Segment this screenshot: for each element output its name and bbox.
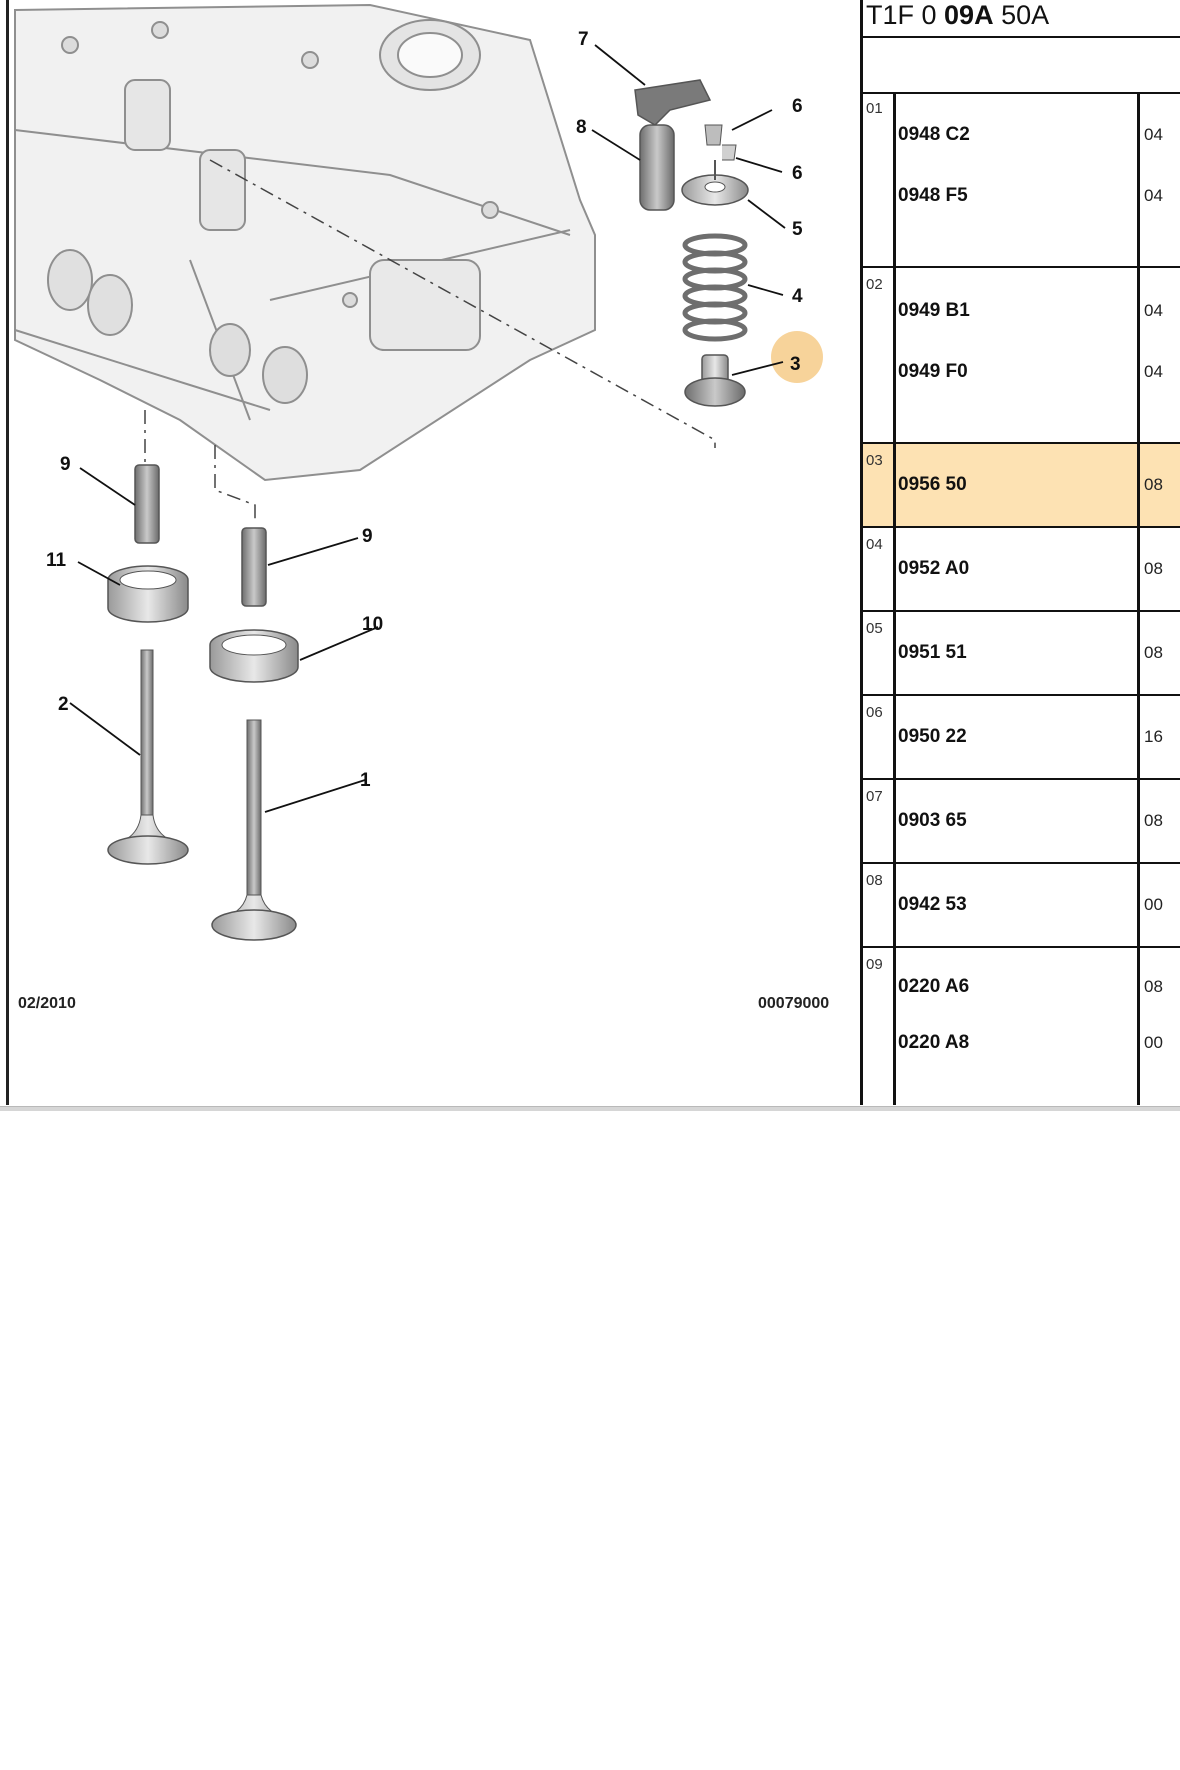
callout-7: 7 [578, 29, 589, 50]
callout-leaders [69, 44, 786, 813]
valve-spring-part [682, 233, 748, 342]
part-quantity: 08 [1144, 559, 1163, 578]
callout-labels: 7 6 8 6 5 4 3 9 9 11 10 2 1 [46, 29, 803, 791]
callout-6-lower: 6 [792, 163, 803, 184]
index-column-divider [893, 92, 896, 1105]
parts-row[interactable]: 04 0952 A0 08 [860, 528, 1180, 612]
part-number[interactable]: 0948 C2 [898, 124, 970, 145]
part-number[interactable]: 0220 A6 [898, 976, 970, 997]
diagram-date: 02/2010 [18, 995, 76, 1012]
part-number[interactable]: 0951 51 [898, 642, 967, 663]
callout-11: 11 [46, 550, 67, 571]
part-quantity: 08 [1144, 475, 1163, 494]
part-quantity: 04 [1144, 186, 1163, 205]
part-quantity: 16 [1144, 727, 1163, 746]
cylinder-head-illustration [14, 3, 596, 482]
row-divider [860, 862, 1180, 864]
row-index: 08 [866, 872, 883, 889]
view-bottom-edge [0, 1106, 1180, 1111]
parts-row[interactable]: 06 0950 22 16 [860, 696, 1180, 780]
part-quantity: 04 [1144, 125, 1163, 144]
qty-column-divider [1137, 92, 1140, 1105]
parts-catalog-view: 7 6 8 6 5 4 3 9 9 11 10 2 1 02/2010 0007… [0, 0, 1180, 1111]
valve-cotter-part [704, 124, 737, 161]
callout-3: 3 [790, 354, 801, 375]
row-divider [860, 610, 1180, 612]
row-divider [860, 778, 1180, 780]
callout-1: 1 [360, 770, 371, 791]
exploded-diagram: 7 6 8 6 5 4 3 9 9 11 10 2 1 02/2010 0007… [10, 0, 860, 1105]
callout-8: 8 [576, 117, 587, 138]
parts-list-panel: T1F 0 09A 50A 01 0948 C2 04 0948 F5 04 02 0949… [860, 0, 1180, 1105]
parts-row[interactable]: 08 0942 53 00 [860, 864, 1180, 948]
part-quantity: 00 [1144, 895, 1163, 914]
callout-2: 2 [58, 694, 69, 715]
part-quantity: 08 [1144, 811, 1163, 830]
intake-valve-part [211, 719, 297, 941]
row-index: 06 [866, 704, 883, 721]
row-index: 07 [866, 788, 883, 805]
row-index: 05 [866, 620, 883, 637]
callout-9-left: 9 [60, 454, 71, 475]
spring-cup-part [681, 160, 749, 206]
part-quantity: 00 [1144, 1033, 1163, 1052]
part-number[interactable]: 0949 F0 [898, 361, 968, 382]
part-number[interactable]: 0948 F5 [898, 185, 968, 206]
callout-10: 10 [362, 614, 383, 635]
header-rule-2 [860, 92, 1180, 94]
row-index: 01 [866, 100, 883, 117]
rocker-arm-part [634, 79, 712, 126]
row-index: 09 [866, 956, 883, 973]
reference-bold: 09A [944, 0, 994, 30]
valve-seat-ring-left-part [107, 565, 189, 623]
callout-6-upper: 6 [792, 96, 803, 117]
part-number[interactable]: 0950 22 [898, 726, 967, 747]
callout-9-right: 9 [362, 526, 373, 547]
part-quantity: 08 [1144, 643, 1163, 662]
callout-5: 5 [792, 219, 803, 240]
part-number[interactable]: 0942 53 [898, 894, 967, 915]
row-index: 04 [866, 536, 883, 553]
left-border [6, 0, 9, 1105]
diagram-illustration: 7 6 8 6 5 4 3 9 9 11 10 2 1 [14, 3, 823, 941]
row-index: 03 [866, 452, 883, 469]
parts-row[interactable]: 01 0948 C2 04 0948 F5 04 [860, 92, 1180, 268]
part-number[interactable]: 0949 B1 [898, 300, 970, 321]
part-quantity: 04 [1144, 301, 1163, 320]
guide-lines [144, 159, 716, 520]
row-index: 02 [866, 276, 883, 293]
parts-row[interactable]: 02 0949 B1 04 0949 F0 04 [860, 268, 1180, 444]
part-number[interactable]: 0956 50 [898, 474, 967, 495]
row-divider [860, 526, 1180, 528]
parts-row[interactable]: 09 0220 A6 08 0220 A8 00 [860, 948, 1180, 1108]
part-number[interactable]: 0903 65 [898, 810, 967, 831]
hydraulic-tappet-part [639, 124, 675, 211]
parts-row[interactable]: 05 0951 51 08 [860, 612, 1180, 696]
part-number[interactable]: 0220 A8 [898, 1032, 970, 1053]
valve-guide-right-part [241, 527, 267, 607]
row-divider [860, 946, 1180, 948]
reference-suffix: 50A [993, 0, 1050, 30]
part-quantity: 04 [1144, 362, 1163, 381]
diagram-code: 00079000 [758, 995, 830, 1012]
panel-border-left [860, 0, 863, 1105]
reference-prefix: T1F 0 [866, 0, 945, 30]
valve-guide-left-part [134, 464, 160, 544]
part-quantity: 08 [1144, 977, 1163, 996]
reference-title: T1F 0 09A 50A [866, 0, 1049, 31]
row-divider [860, 442, 1180, 444]
valve-seat-ring-right-part [209, 629, 299, 683]
row-divider [860, 694, 1180, 696]
callout-4: 4 [792, 286, 803, 307]
part-number[interactable]: 0952 A0 [898, 558, 970, 579]
parts-row[interactable]: 03 0956 50 08 [860, 444, 1180, 528]
parts-row[interactable]: 07 0903 65 08 [860, 780, 1180, 864]
header-rule-1 [860, 36, 1180, 38]
highlight-marker [771, 331, 823, 383]
exhaust-valve-part [107, 649, 189, 865]
row-divider [860, 266, 1180, 268]
valve-stem-seal-part [684, 354, 746, 407]
